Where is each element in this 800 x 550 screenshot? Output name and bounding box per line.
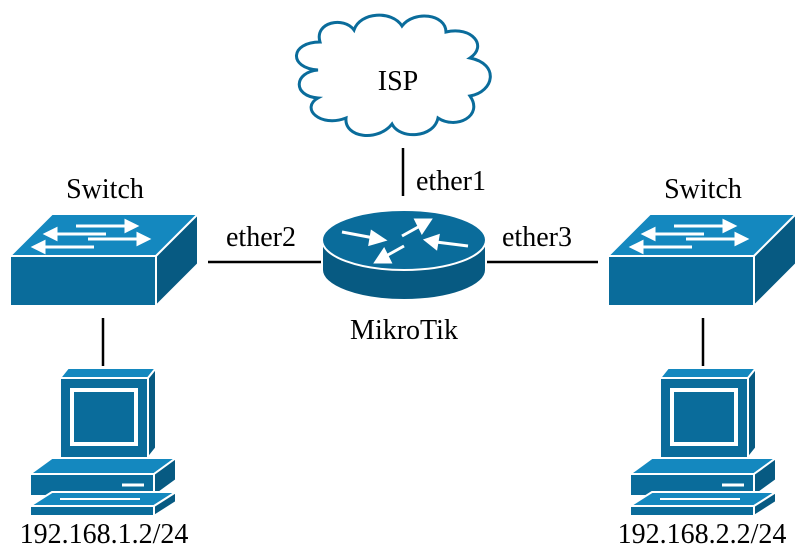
host-left-computer-icon xyxy=(28,366,178,518)
switch-right-label: Switch xyxy=(664,174,742,205)
switch-left-icon xyxy=(8,212,200,308)
host-right-computer-icon xyxy=(628,366,778,518)
host-right-ip-label: 192.168.2.2/24 xyxy=(618,519,787,550)
ether1-label: ether1 xyxy=(416,166,486,197)
switch-right-icon xyxy=(606,212,798,308)
switch-left-label: Switch xyxy=(66,174,144,205)
isp-label: ISP xyxy=(378,66,418,97)
isp-cloud-icon xyxy=(295,13,492,137)
host-left-ip-label: 192.168.1.2/24 xyxy=(20,519,189,550)
ether3-label: ether3 xyxy=(502,222,572,253)
router-label: MikroTik xyxy=(350,315,458,346)
router-icon xyxy=(321,209,487,301)
ether2-label: ether2 xyxy=(226,222,296,253)
